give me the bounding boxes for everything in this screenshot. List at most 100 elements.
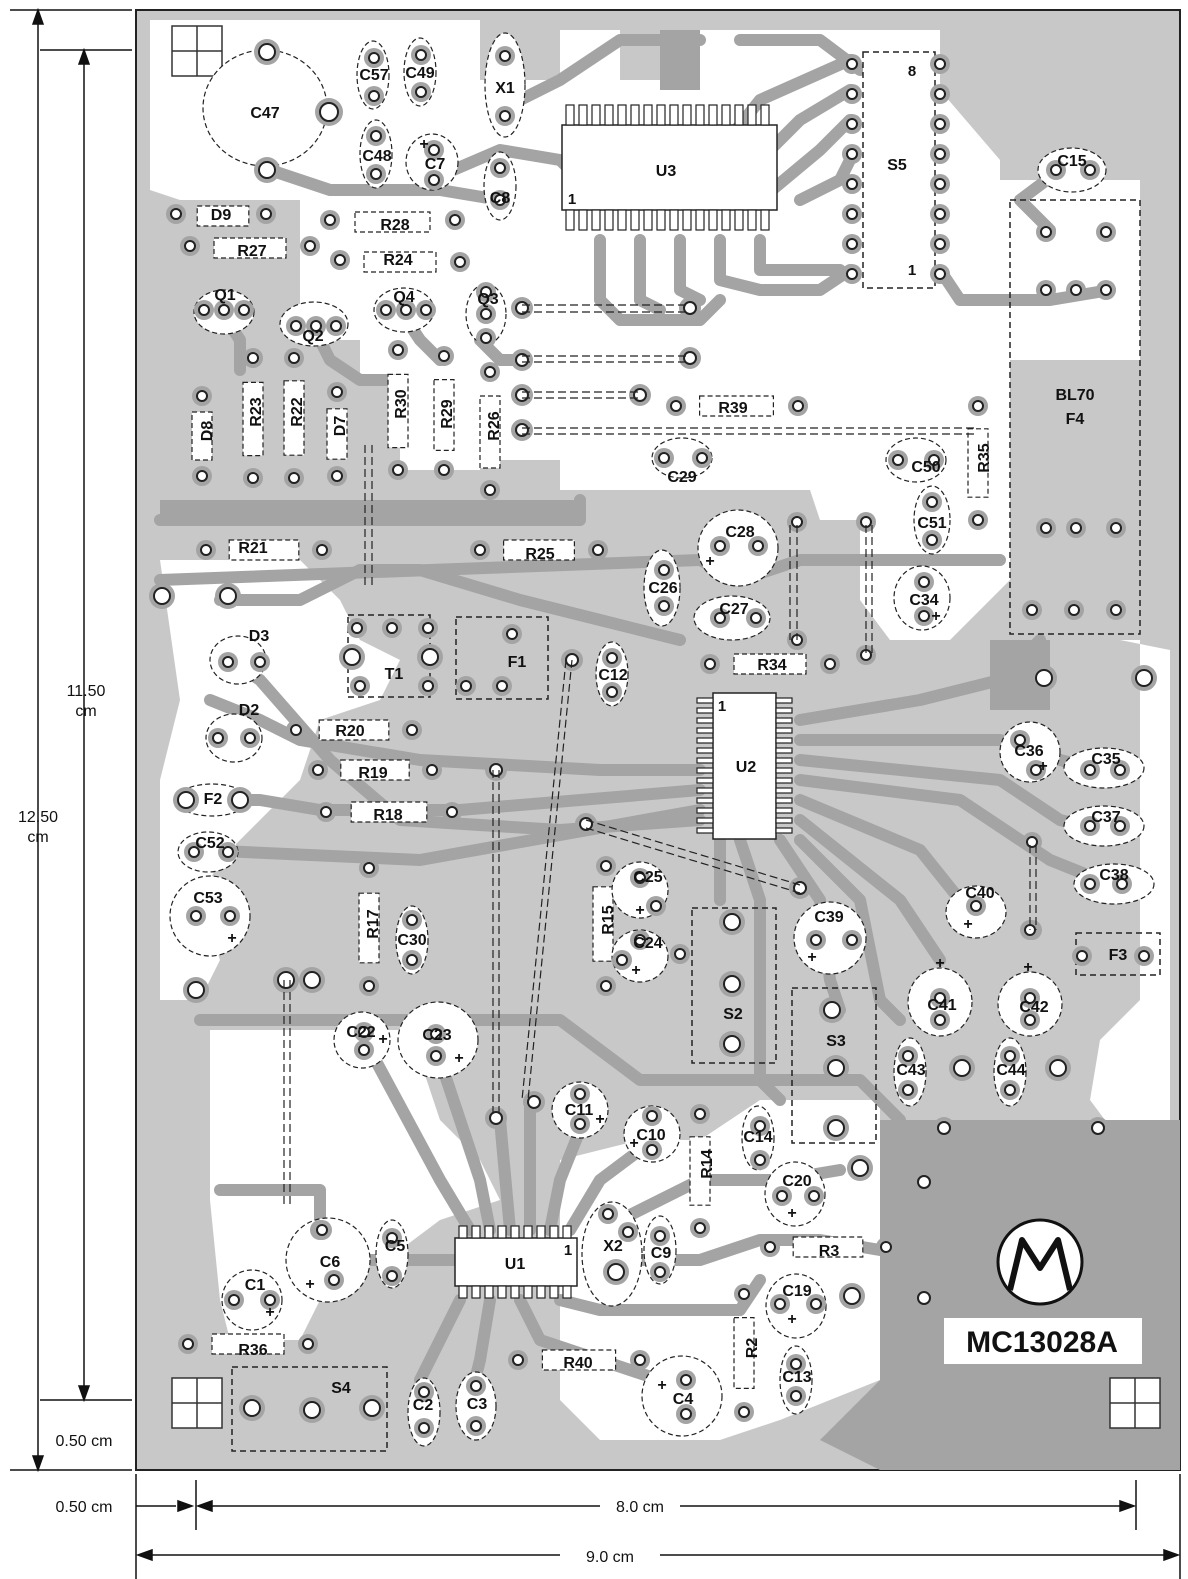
u2-pin <box>696 747 714 754</box>
label-c2: C2 <box>413 1397 434 1414</box>
pad-hole <box>1070 522 1082 534</box>
label-c49: C49 <box>405 65 434 82</box>
pad-hole <box>738 1406 750 1418</box>
pad-hole <box>470 1420 482 1432</box>
capacitor-outline <box>1037 147 1107 193</box>
pad-hole <box>634 872 646 884</box>
label-c37: C37 <box>1091 809 1120 826</box>
pad-hole <box>918 610 930 622</box>
label-r34: R34 <box>757 657 786 674</box>
label-s4: S4 <box>331 1380 351 1397</box>
u3-pin <box>630 104 640 126</box>
u3-pin <box>630 209 640 231</box>
pad-hole <box>846 118 858 130</box>
pad-hole <box>496 680 508 692</box>
pad-hole <box>680 1408 692 1420</box>
pad-hole <box>790 1358 802 1370</box>
label-q3: Q3 <box>477 291 498 308</box>
pad-hole <box>846 148 858 160</box>
pad-hole <box>792 400 804 412</box>
pin1-marker-s5-pin1: 1 <box>908 262 916 279</box>
label-c51: C51 <box>917 515 946 532</box>
label-c43: C43 <box>896 1062 925 1079</box>
pad-hole <box>934 208 946 220</box>
u3-pin <box>669 209 679 231</box>
polarity-plus-5: + <box>635 902 644 919</box>
label-c5: C5 <box>385 1238 406 1255</box>
capacitor-outline <box>793 901 867 975</box>
pad-hole <box>1026 604 1038 616</box>
pad-hole <box>1100 284 1112 296</box>
label-c13: C13 <box>782 1369 811 1386</box>
pad-hole <box>316 544 328 556</box>
u2-pin <box>775 707 793 714</box>
pad-hole <box>247 472 259 484</box>
pad-hole <box>506 628 518 640</box>
s3-box <box>791 987 877 1144</box>
label-r21: R21 <box>238 540 267 557</box>
pad-hole <box>484 484 496 496</box>
u2-pin <box>696 827 714 834</box>
label-c35: C35 <box>1091 751 1120 768</box>
pad-hole <box>1110 522 1122 534</box>
pad-hole <box>426 764 438 776</box>
polarity-plus-3: + <box>378 1031 387 1048</box>
pad-hole <box>1024 992 1036 1004</box>
pad-hole <box>934 88 946 100</box>
u2-pin <box>775 697 793 704</box>
pad-hole <box>328 1274 340 1286</box>
resistor-body <box>792 1236 864 1258</box>
capacitor-outline <box>764 1161 826 1227</box>
u3-pin <box>656 104 666 126</box>
u3-pin <box>708 209 718 231</box>
pad-hole <box>600 860 612 872</box>
polarity-plus-18: + <box>657 1377 666 1394</box>
pad-hole <box>670 400 682 412</box>
pad-hole <box>386 1232 398 1244</box>
u1-body <box>454 1237 578 1287</box>
capacitor-outline <box>285 1217 371 1303</box>
u3-pin <box>734 209 744 231</box>
pad-hole <box>515 388 529 402</box>
copper-pours <box>160 30 1180 1470</box>
pad-hole <box>646 1110 658 1122</box>
u3-pin <box>604 104 614 126</box>
pad-hole <box>902 1050 914 1062</box>
s4-box <box>231 1366 388 1452</box>
pad-hole <box>406 724 418 736</box>
pad-hole <box>934 992 946 1004</box>
pad-hole <box>970 900 982 912</box>
label-c11: C11 <box>565 1102 594 1119</box>
u1-pin <box>549 1285 559 1299</box>
pad-hole <box>480 332 492 344</box>
pad-hole <box>1084 820 1096 832</box>
label-r25: R25 <box>525 546 554 563</box>
dimension-lines <box>10 7 1181 1579</box>
pad-hole <box>827 1059 845 1077</box>
pad-hole <box>917 1291 931 1305</box>
u2-pin <box>696 787 714 794</box>
pad-hole <box>222 656 234 668</box>
pad-hole <box>714 540 726 552</box>
u2-pin <box>775 757 793 764</box>
pad-hole <box>368 90 380 102</box>
u1-pin <box>510 1225 520 1239</box>
label-c48: C48 <box>362 148 391 165</box>
pad-hole <box>363 1399 381 1417</box>
pad-hole <box>527 1095 541 1109</box>
resistor-body <box>733 1316 755 1389</box>
u3-pin <box>591 209 601 231</box>
label-c23: C23 <box>422 1027 451 1044</box>
pad-hole <box>1070 284 1082 296</box>
label-u1: U1 <box>505 1256 526 1273</box>
resistor-body <box>211 1333 285 1355</box>
pad-hole <box>386 622 398 634</box>
pad-hole <box>258 161 276 179</box>
pad-hole <box>400 304 412 316</box>
motorola-logo-icon <box>996 1218 1084 1306</box>
label-c15: C15 <box>1057 153 1086 170</box>
label-c28: C28 <box>725 524 754 541</box>
label-c3: C3 <box>467 1396 488 1413</box>
pad-hole <box>846 238 858 250</box>
